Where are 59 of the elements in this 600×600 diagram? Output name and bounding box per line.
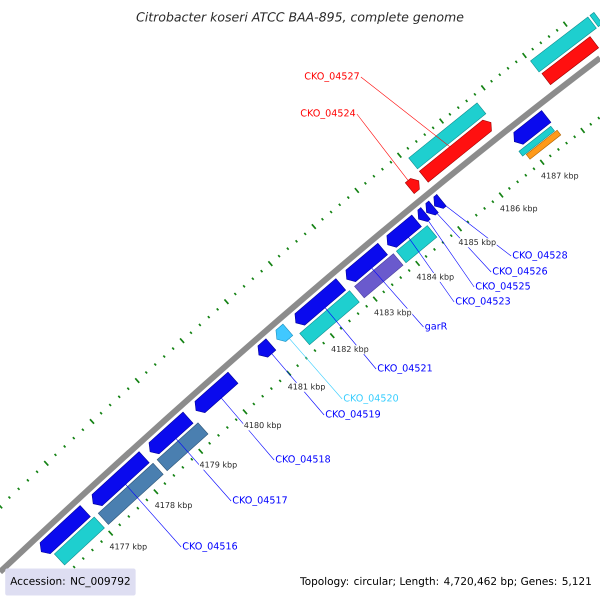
gene-bar [386,214,422,248]
gene-bar [396,225,438,264]
gene-bar [518,126,555,156]
gene-bar [526,130,562,160]
gene-bar [418,207,431,222]
gene-bar [530,16,597,72]
leader-line [408,236,454,302]
tick-label: 4187 kbp [540,172,580,181]
title: Citrobacter koseri ATCC BAA-895, complete genome [136,12,464,24]
tick-label: 4177 kbp [108,542,148,552]
gene-label: CKO_04520 [344,394,398,404]
gene-bar [294,278,346,326]
gene-label: CKO_04528 [512,251,568,261]
gene-bar [299,290,360,346]
gene-bar [92,451,150,506]
leader-line [446,206,512,256]
tick-label: 4178 kbp [154,501,193,510]
footer-text: Topology: circular; Length: 4,720,462 bp; Genes: 5,121 [300,576,591,588]
gene-bar [426,200,439,216]
accession-panel: Accession: NC_009792 [5,568,136,596]
gene-label: CKO_04523 [456,297,510,307]
gene-label: CKO_04525 [476,282,530,292]
tick-label: 4181 kbp [287,382,326,392]
gene-bar [514,110,552,145]
tick-label: 4185 kbp [458,238,497,248]
gene-bar [346,242,388,282]
tick-label: 4179 kbp [198,460,238,470]
tick-label: 4182 kbp [330,345,370,354]
gene-label: CKO_04519 [326,410,380,420]
gene-bar [194,372,238,413]
gene-label: CKO_04524 [300,109,356,119]
leader-line [288,338,342,400]
gene-bar [258,338,276,358]
gene-label: garR [425,322,448,332]
gene-bar [148,412,194,454]
gene-label: CKO_04516 [182,542,238,552]
leader-line [428,220,474,288]
tick-label: 4184 kbp [416,272,455,282]
gene-bar [434,194,447,209]
gene-label: CKO_04526 [492,267,548,277]
gene-bar [404,178,420,194]
gene-label: CKO_04521 [378,364,432,374]
leader-line [356,114,408,181]
tick-label: 4183 kbp [373,308,412,318]
gene-label: CKO_04527 [304,72,359,82]
leader-line [125,484,182,548]
gene-label: CKO_04517 [232,496,287,506]
tick-label: 4186 kbp [499,204,538,214]
gene-label: CKO_04518 [276,455,330,465]
gene-bar [276,324,294,342]
gene-bar [354,253,404,298]
gene-bar [40,505,91,554]
leader-line [371,268,424,328]
gene-bar [590,12,600,28]
leader-line [176,438,232,502]
leader-line [221,398,274,460]
gene-bar [54,516,105,566]
tick-label: 4180 kbp [243,421,282,430]
leader-line [360,76,450,147]
